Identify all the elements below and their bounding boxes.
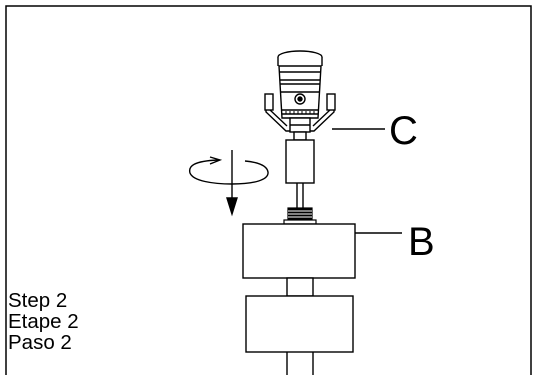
step-caption: Step 2 Etape 2 Paso 2	[8, 290, 79, 353]
step-label-french: Etape 2	[8, 310, 79, 333]
rotate-arrow-icon	[188, 150, 269, 217]
callout-label-c: C	[389, 109, 418, 153]
diagram-border	[5, 5, 532, 375]
step-label-english: Step 2	[8, 289, 68, 312]
light-fixture-c	[264, 50, 336, 208]
callout-label-b: B	[408, 220, 435, 264]
base-body-b	[242, 223, 356, 375]
threaded-nut	[283, 207, 317, 225]
step-label-spanish: Paso 2	[8, 331, 72, 354]
